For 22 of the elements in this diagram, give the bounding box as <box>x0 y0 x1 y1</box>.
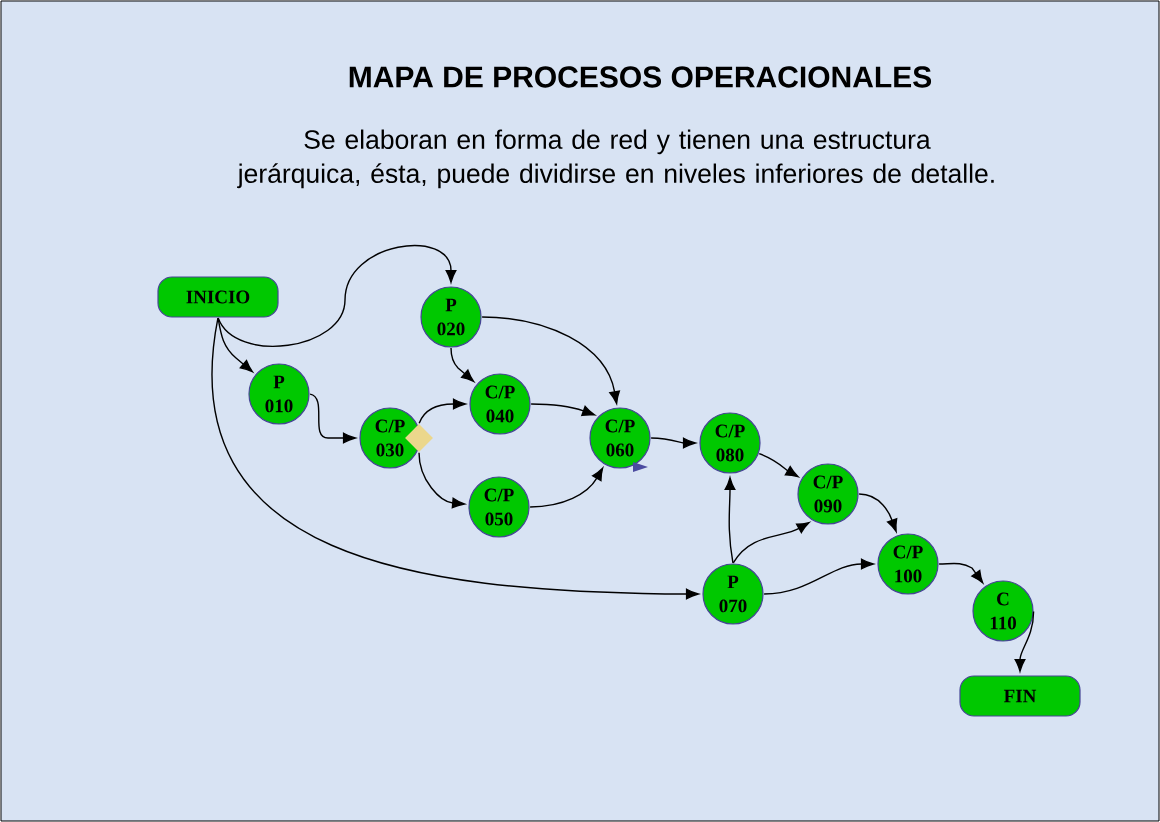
arrow <box>724 477 736 564</box>
terminal-box: FIN <box>959 675 1081 717</box>
arrow <box>481 316 620 405</box>
arrow <box>650 437 696 449</box>
arrow <box>1014 610 1035 672</box>
arrow <box>450 347 475 383</box>
arrow <box>763 558 874 595</box>
arrow <box>309 393 356 444</box>
arrow <box>529 467 604 508</box>
arrow <box>938 562 984 584</box>
terminal-box: INICIO <box>157 276 279 318</box>
arrow <box>418 452 465 509</box>
arrow <box>758 452 799 478</box>
title: MAPA DE PROCESOS OPERACIONALES <box>349 66 932 88</box>
arrow <box>858 493 898 532</box>
arrow <box>732 521 810 564</box>
arrow <box>418 398 466 425</box>
arrow <box>211 317 699 600</box>
diamond-marker <box>405 424 433 452</box>
subtitle: Se elaboran en forma de red y tienen una estructura jerárquica, ésta, puede dividirse en niveles inferiores de detalle. <box>237 129 994 189</box>
arrow <box>530 403 596 417</box>
arrow <box>217 245 457 348</box>
